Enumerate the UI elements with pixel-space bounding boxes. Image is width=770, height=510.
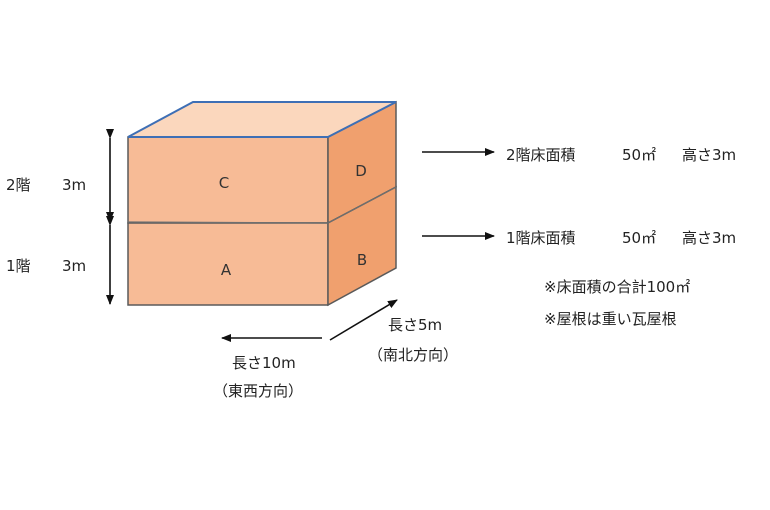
roof-outline <box>127 101 397 138</box>
roof-top-face <box>128 102 396 137</box>
face-label-a: A <box>221 261 232 279</box>
first-floor-height: 3m <box>62 257 86 275</box>
note-roof-type: ※屋根は重い瓦屋根 <box>544 310 677 328</box>
second-floor-name: 2階 <box>6 176 31 194</box>
second-floor-height-note: 高さ3m <box>682 146 736 164</box>
front-floor-divider <box>127 221 329 224</box>
length-ew-label: 長さ10m <box>232 354 296 372</box>
direction-ew-label: （東西方向） <box>213 382 303 400</box>
length-arrow-north-south <box>329 299 398 341</box>
second-floor-area-label: 2階床面積 <box>506 146 576 164</box>
first-floor-name: 1階 <box>6 257 31 275</box>
direction-ns-label: （南北方向） <box>368 346 458 364</box>
face-label-c: C <box>219 174 229 192</box>
front-face-lower <box>127 222 329 306</box>
face-label-b: B <box>357 251 367 269</box>
length-ns-label: 長さ5m <box>388 316 442 334</box>
note-total-floor-area: ※床面積の合計100㎡ <box>544 278 690 296</box>
first-floor-area-label: 1階床面積 <box>506 229 576 247</box>
second-floor-area-value: 50㎡ <box>622 146 656 164</box>
face-label-d: D <box>355 162 367 180</box>
second-floor-height: 3m <box>62 176 86 194</box>
first-floor-area-value: 50㎡ <box>622 229 656 247</box>
side-floor-divider <box>327 186 397 224</box>
first-floor-height-note: 高さ3m <box>682 229 736 247</box>
